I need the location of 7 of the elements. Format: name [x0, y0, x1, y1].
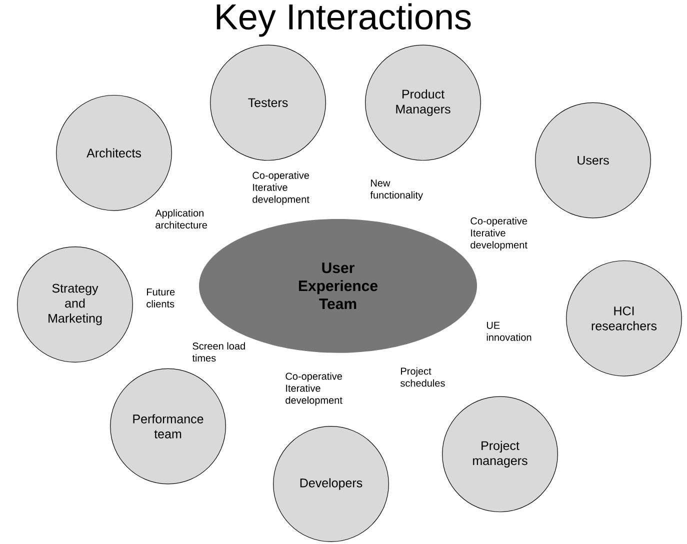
relation-label: Project schedules	[400, 367, 445, 387]
relation-label: UE innovation	[486, 322, 532, 341]
relation-label: Co-operative Iterative development	[252, 172, 310, 205]
relation-label: Future clients	[146, 288, 175, 308]
relation-label: New functionality	[370, 180, 423, 201]
title: Key Interactions	[216, 3, 471, 37]
relation-label: Co-operative Iterative development	[286, 372, 342, 406]
